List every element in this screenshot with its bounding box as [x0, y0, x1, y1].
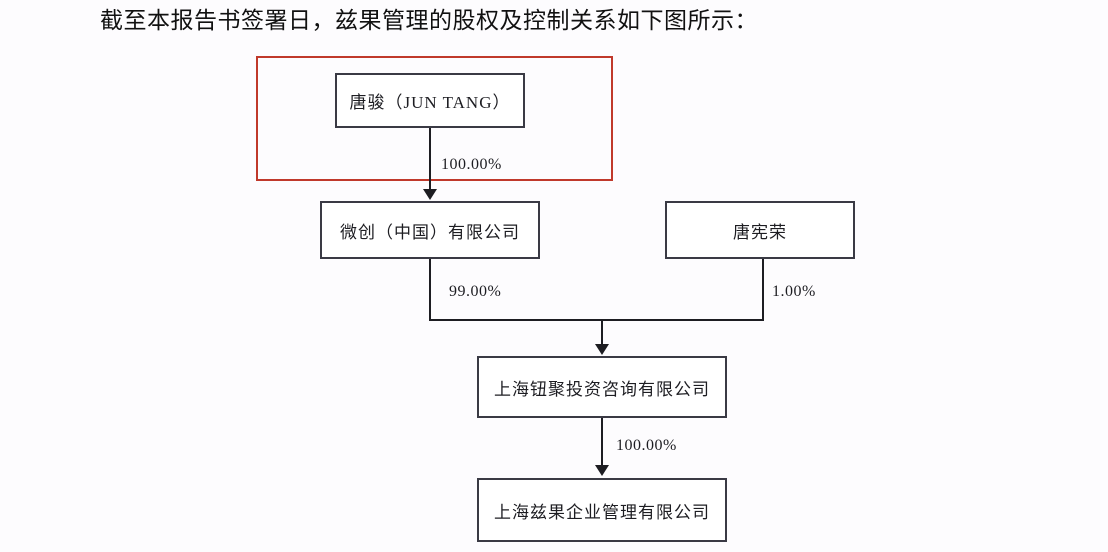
entity-box-microport: 微创（中国）有限公司 — [320, 201, 540, 259]
edge-label-microport-niuju: 99.00% — [449, 283, 502, 300]
arrowhead-icon — [595, 465, 609, 476]
entity-label: 唐骏（JUN TANG） — [349, 93, 511, 112]
edge-label-jun-tang-microport: 100.00% — [441, 156, 502, 173]
connector-bus-to-niuju — [601, 319, 603, 345]
entity-label: 微创（中国）有限公司 — [340, 222, 520, 242]
connector-microport-to-bus — [429, 259, 431, 320]
connector-niuju-to-ziguo — [601, 418, 603, 466]
page-heading: 截至本报告书签署日，兹果管理的股权及控制关系如下图所示： — [100, 8, 758, 33]
entity-box-niuju: 上海钮聚投资咨询有限公司 — [477, 356, 727, 418]
entity-box-ziguo: 上海兹果企业管理有限公司 — [477, 478, 727, 542]
entity-label: 上海兹果企业管理有限公司 — [494, 502, 710, 522]
highlight-frame — [256, 56, 613, 181]
connector-tang-xianrong-to-bus — [762, 259, 764, 320]
arrowhead-icon — [595, 344, 609, 355]
entity-label: 上海钮聚投资咨询有限公司 — [494, 379, 710, 399]
connector-horizontal-bus — [429, 319, 764, 321]
entity-box-jun-tang: 唐骏（JUN TANG） — [335, 73, 525, 128]
edge-label-tang-xianrong-niuju: 1.00% — [772, 283, 816, 300]
entity-box-tang-xianrong: 唐宪荣 — [665, 201, 855, 259]
edge-label-niuju-ziguo: 100.00% — [616, 437, 677, 454]
arrowhead-icon — [423, 189, 437, 200]
connector-jun-tang-to-microport — [429, 128, 431, 190]
entity-label: 唐宪荣 — [733, 222, 787, 242]
